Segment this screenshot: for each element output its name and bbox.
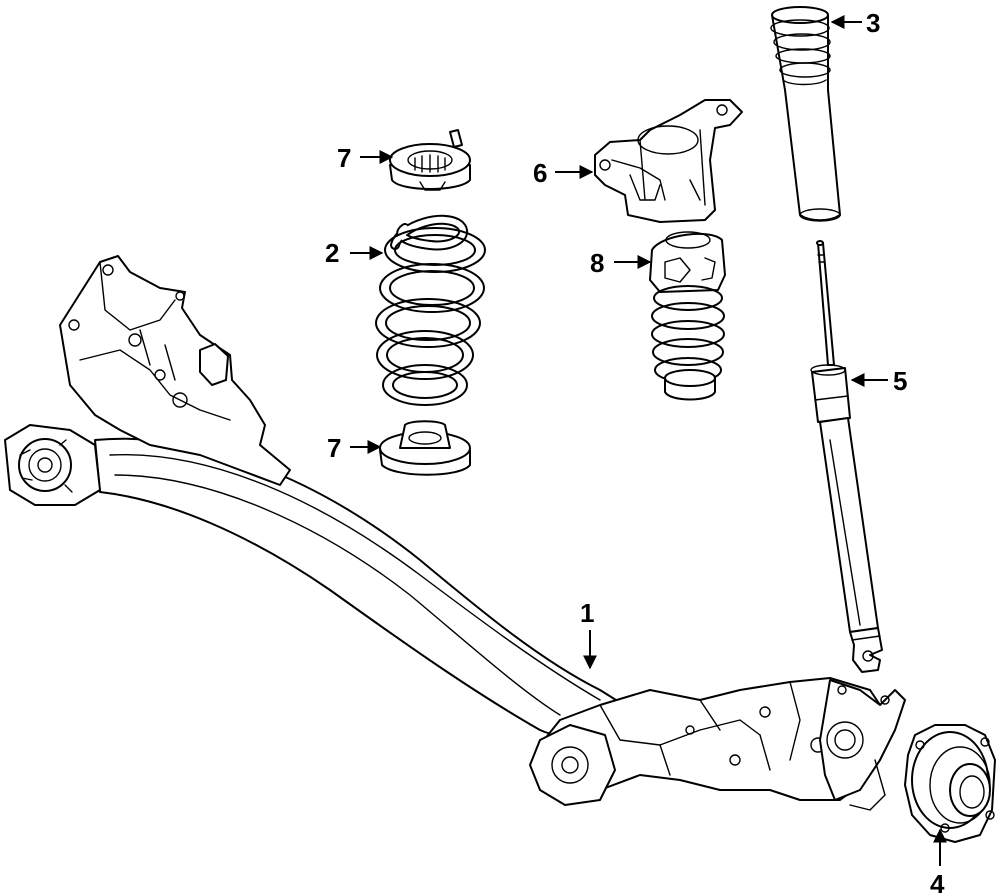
dust-boot-drawing bbox=[770, 6, 841, 222]
callout-3: 3 bbox=[830, 8, 880, 38]
callout-4: 4 bbox=[930, 828, 947, 896]
callout-number: 6 bbox=[533, 158, 547, 188]
callout-number: 7 bbox=[327, 433, 341, 463]
callout-7-lower: 7 bbox=[327, 433, 382, 463]
coil-spring-drawing bbox=[375, 214, 486, 406]
callout-2: 2 bbox=[325, 238, 384, 268]
callout-5: 5 bbox=[850, 366, 907, 396]
callout-6: 6 bbox=[533, 158, 594, 188]
callout-7-upper: 7 bbox=[337, 143, 394, 173]
callout-number: 8 bbox=[590, 248, 604, 278]
hub-bearing-drawing bbox=[904, 724, 996, 843]
axle-beam-drawing bbox=[4, 255, 906, 811]
callout-1: 1 bbox=[580, 598, 597, 670]
callout-8: 8 bbox=[590, 248, 652, 278]
lower-insulator-drawing bbox=[379, 420, 471, 476]
callout-number: 7 bbox=[337, 143, 351, 173]
bump-stop-drawing bbox=[649, 231, 726, 401]
callout-number: 3 bbox=[866, 8, 880, 38]
callout-number: 4 bbox=[930, 869, 945, 896]
upper-mount-drawing bbox=[594, 99, 743, 223]
callout-number: 1 bbox=[580, 598, 594, 628]
upper-insulator-drawing bbox=[389, 129, 471, 191]
callout-number: 5 bbox=[893, 366, 907, 396]
shock-absorber-drawing bbox=[810, 240, 883, 673]
callout-number: 2 bbox=[325, 238, 339, 268]
